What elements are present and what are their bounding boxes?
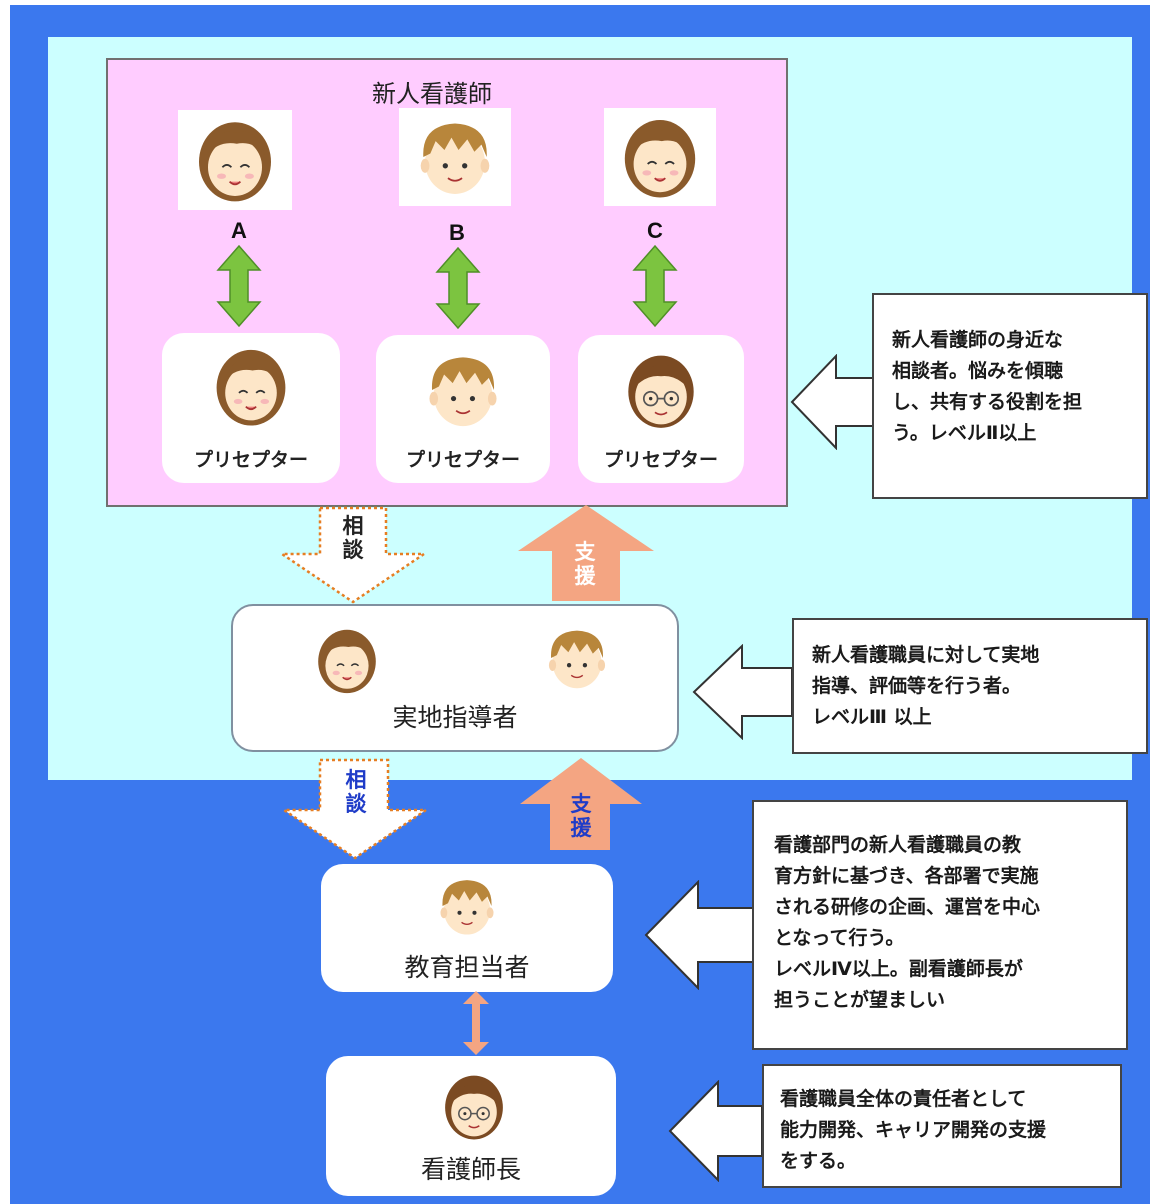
preceptor-label: プリセプター <box>405 449 520 471</box>
glasses-face-icon <box>627 354 695 429</box>
boy-face-icon <box>419 122 491 195</box>
girl-face-icon <box>198 121 272 203</box>
boy-face-icon <box>439 879 495 936</box>
educator-description: 看護部門の新人看護職員の教 育方針に基づき、各部署で実施 される研修の企画、運営… <box>752 800 1128 1050</box>
girl-face-icon <box>215 349 287 427</box>
double-arrow-icon <box>435 246 481 330</box>
consult-label: 相談 <box>342 514 364 562</box>
double-arrow-icon <box>463 991 489 1055</box>
nurse-b-label: B <box>449 220 465 245</box>
boy-face-icon <box>548 629 606 689</box>
left-arrow-icon <box>692 644 793 740</box>
nurse-a-label: A <box>231 218 247 243</box>
boy-face-icon <box>428 356 498 427</box>
nurse-a-avatar <box>178 110 292 210</box>
double-arrow-icon <box>632 244 678 328</box>
new-nurse-title: 新人看護師 <box>372 80 492 108</box>
left-arrow-icon <box>644 880 755 990</box>
support-arrow-icon <box>518 505 654 601</box>
support-label: 支援 <box>570 792 592 840</box>
preceptor-description: 新人看護師の身近な 相談者。悩みを傾聴 し、共有する役割を担 う。レベルⅡ以上 <box>872 293 1148 499</box>
preceptor-card: プリセプター <box>162 333 340 483</box>
girl-face-icon <box>317 629 377 694</box>
preceptor-label: プリセプター <box>193 449 308 471</box>
head-nurse-description: 看護職員全体の責任者として 能力開発、キャリア開発の支援 をする。 <box>762 1064 1122 1188</box>
consult-arrow-icon <box>278 506 428 604</box>
left-arrow-icon <box>668 1080 763 1182</box>
nurse-c-label: C <box>647 218 663 243</box>
educator-label: 教育担当者 <box>404 953 530 982</box>
glasses-face-icon <box>444 1074 504 1141</box>
support-arrow-icon <box>520 758 642 850</box>
support-label: 支援 <box>574 540 596 588</box>
consult-label: 相談 <box>345 768 367 816</box>
nurse-c-avatar <box>604 108 716 206</box>
instructor-card: 実地指導者 <box>231 604 679 752</box>
preceptor-card: プリセプター <box>376 335 550 483</box>
instructor-description: 新人看護職員に対して実地 指導、評価等を行う者。 レベルⅢ 以上 <box>792 618 1148 754</box>
girl-face-icon <box>623 119 697 199</box>
educator-card: 教育担当者 <box>321 864 613 992</box>
head-nurse-label: 看護師長 <box>420 1155 521 1184</box>
double-arrow-icon <box>216 244 262 328</box>
preceptor-card: プリセプター <box>578 335 744 483</box>
consult-arrow-icon <box>280 758 430 860</box>
preceptor-label: プリセプター <box>603 449 718 471</box>
nurse-b-avatar <box>399 108 511 206</box>
left-arrow-icon <box>790 354 875 450</box>
head-nurse-card: 看護師長 <box>326 1056 616 1196</box>
instructor-label: 実地指導者 <box>392 703 518 732</box>
